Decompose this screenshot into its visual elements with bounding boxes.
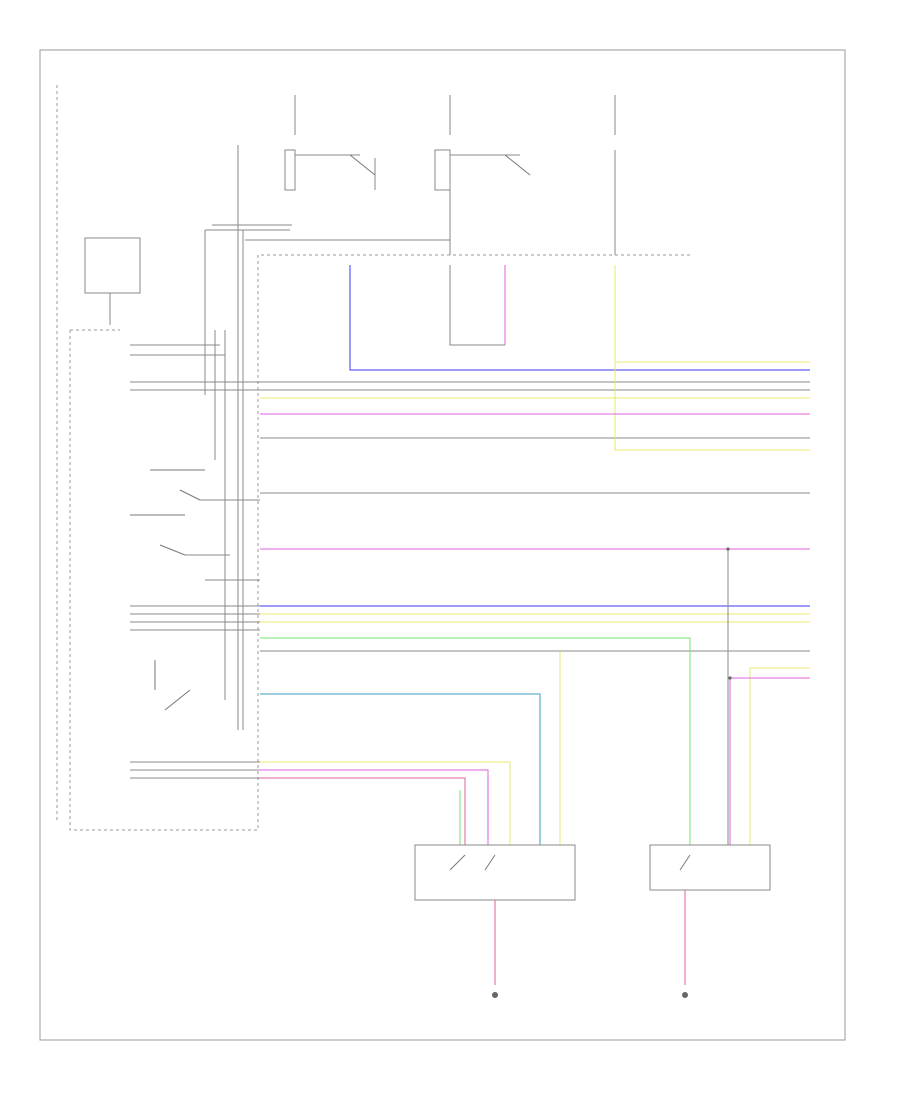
fuse-feed-2 — [434, 95, 531, 250]
wire-gray-1 — [449, 265, 505, 346]
ground-symbol-icon — [682, 992, 688, 998]
wire-yellow-4 — [260, 667, 810, 845]
wire-blue-1 — [349, 265, 810, 371]
wire-violet-2 — [260, 413, 810, 550]
lower-component-box-2 — [649, 844, 771, 891]
ground-symbol-icon — [492, 992, 498, 998]
module-switches — [130, 469, 260, 711]
wire-lightblue-1 — [260, 693, 541, 845]
wire-yellow-2 — [260, 613, 810, 623]
wire-yellow-1 — [260, 265, 810, 451]
wire-green-1 — [260, 637, 691, 845]
splice-dot-icon — [728, 676, 732, 680]
fuse-feed-1 — [284, 95, 376, 191]
wire-violet-3 — [260, 677, 810, 845]
wire-pink-1 — [260, 777, 466, 845]
switch-icon — [449, 854, 691, 871]
module-sensor-box — [84, 237, 141, 294]
diagram-frame — [39, 49, 846, 1041]
splice-dot-icon — [726, 547, 730, 551]
lower-component-box-1 — [414, 844, 576, 901]
module-box — [69, 254, 690, 831]
